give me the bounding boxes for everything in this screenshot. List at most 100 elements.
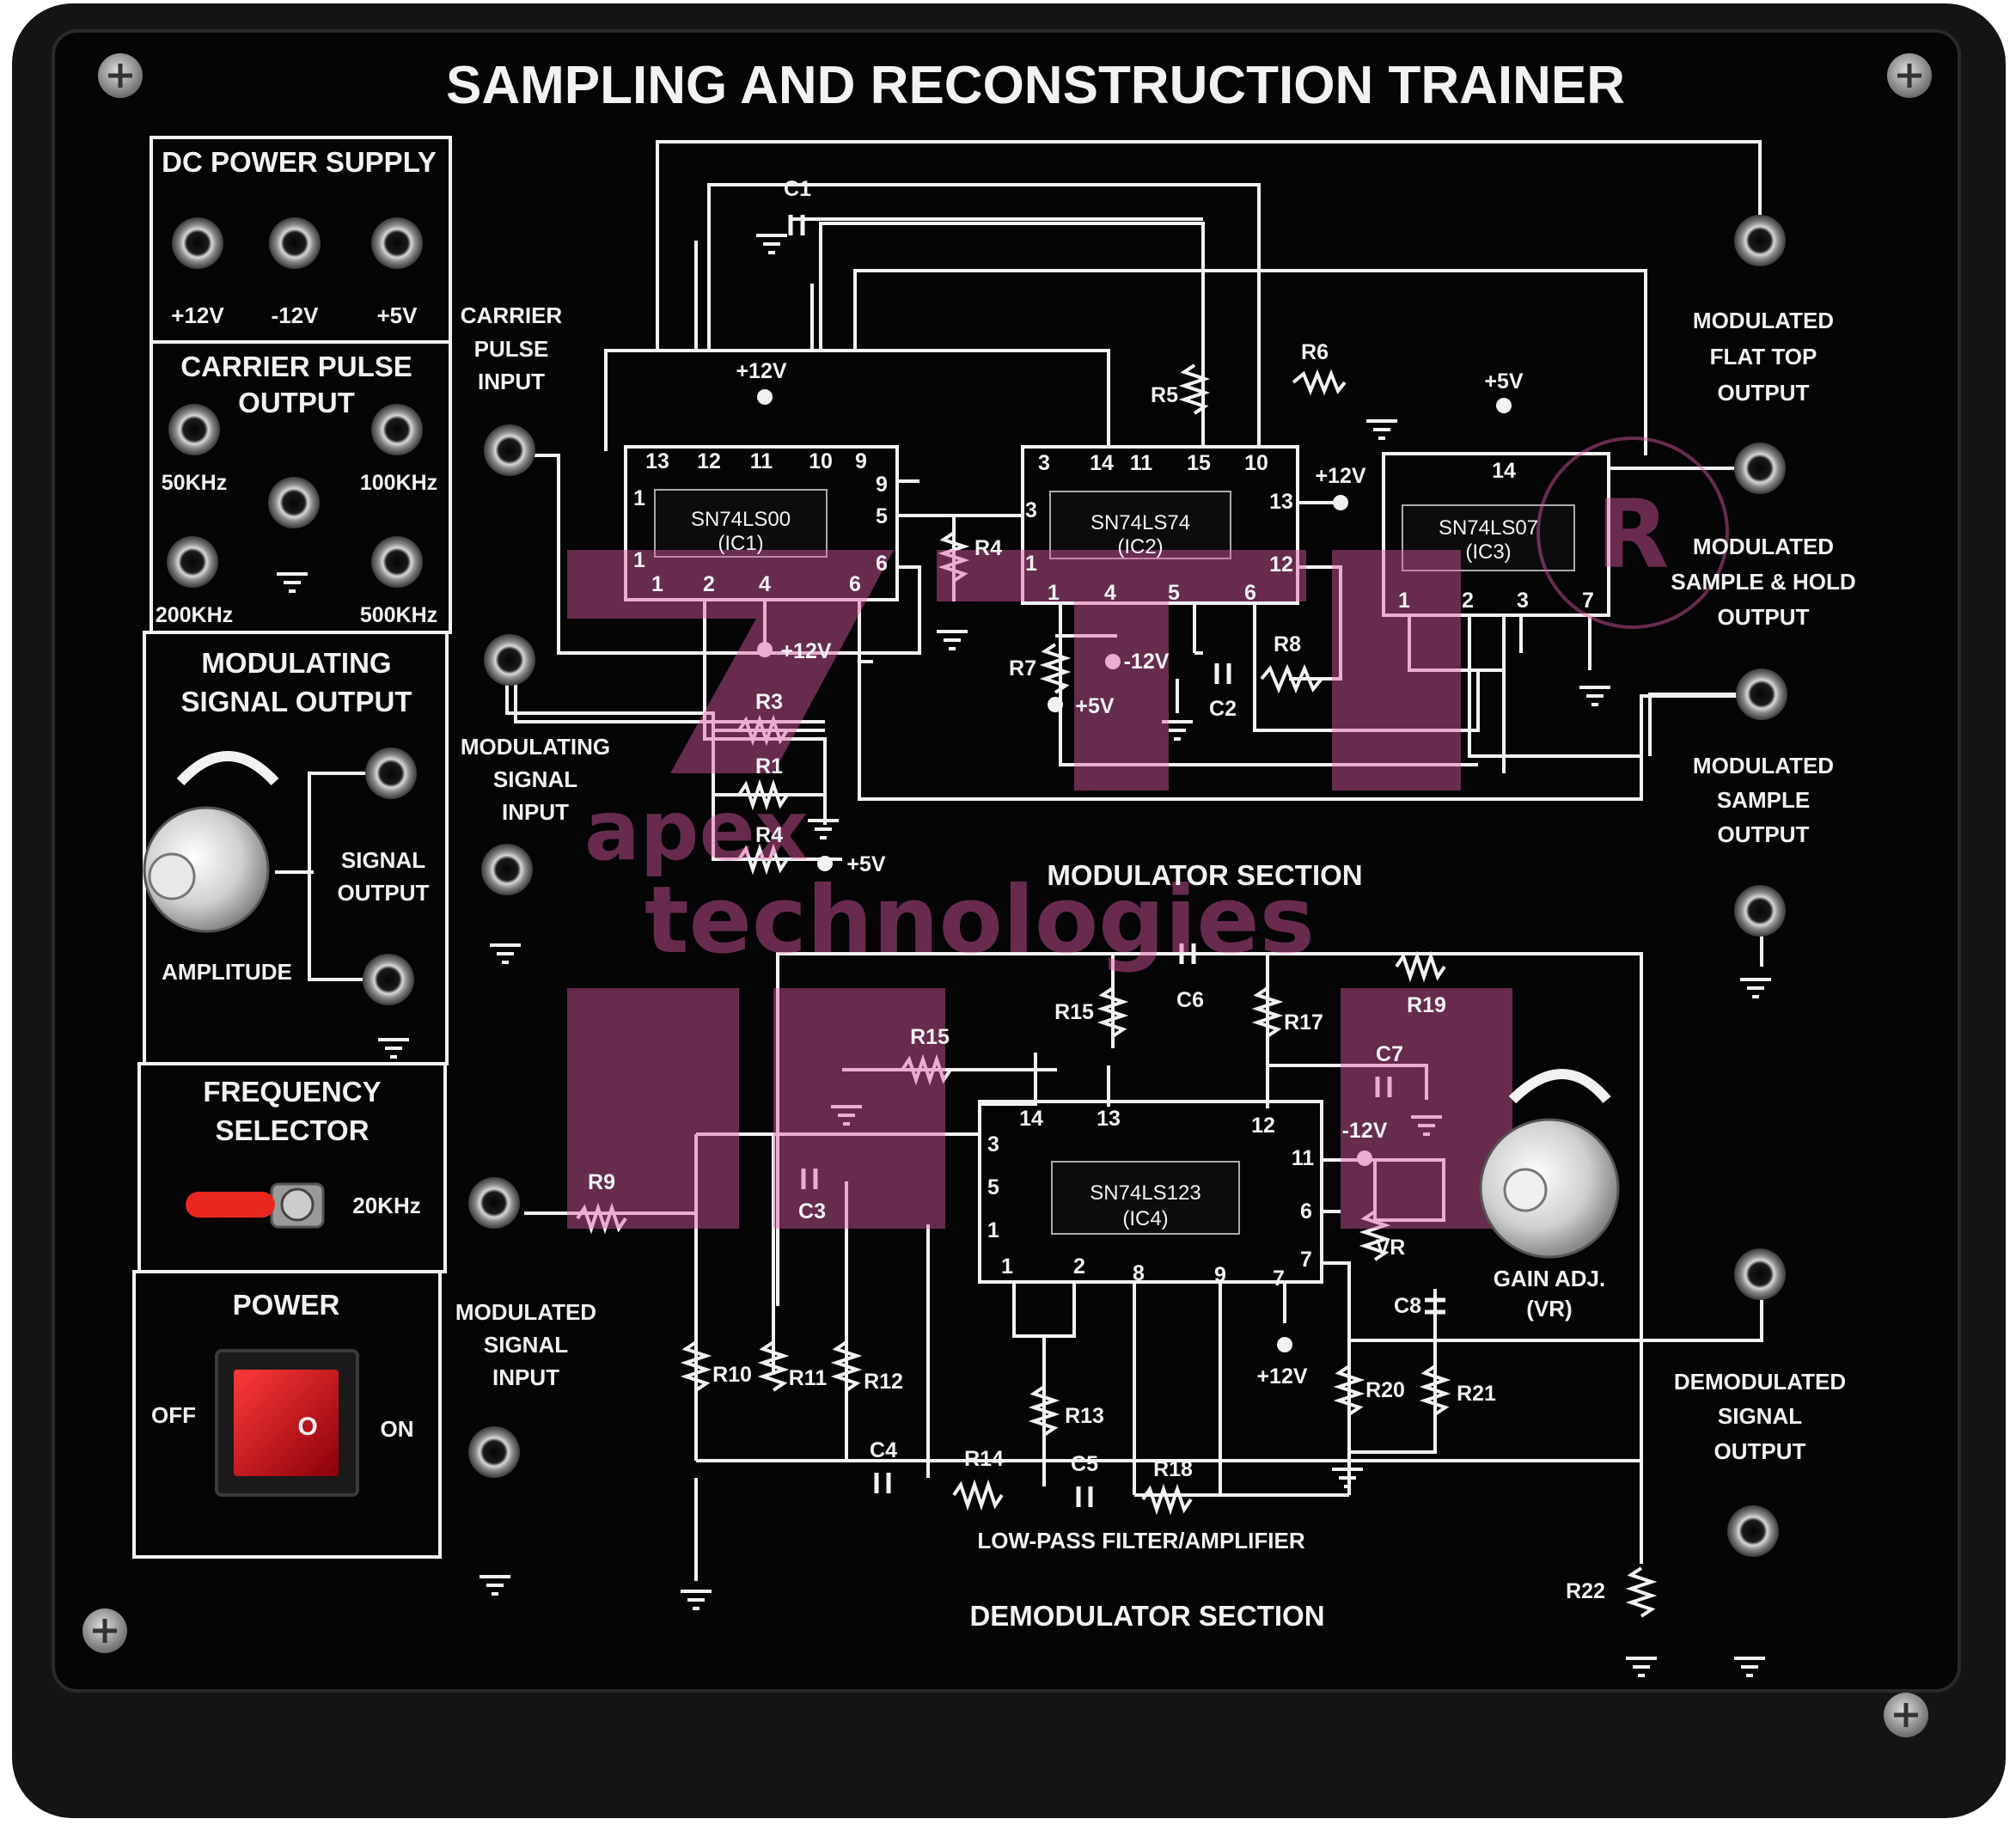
watermark-mark: R [1597,479,1670,589]
sample-hold-label-1: MODULATED [1693,534,1834,559]
ic2-pin: 12 [1269,552,1293,577]
amplitude-label: AMPLITUDE [162,959,292,985]
jack-minus12v[interactable] [269,217,321,269]
jack-demodulated-output[interactable] [1734,1248,1786,1300]
carrier-input-label-1: CARRIER [461,302,563,328]
carrier-input-label-3: INPUT [478,369,545,394]
modded-input-label-2: SIGNAL [484,1332,568,1358]
ic2-pin: 1 [1048,581,1060,605]
label-r4a: R4 [974,536,1002,560]
frequency-selector-toggle[interactable] [186,1182,325,1229]
supply-label: +12V [736,359,786,383]
jack-carrier-ground[interactable] [268,477,320,528]
label-r9: R9 [588,1170,615,1194]
modded-input-label-1: MODULATED [455,1299,596,1325]
label-r13: R13 [1065,1404,1104,1428]
modsig-input-label-1: MODULATING [461,734,610,760]
sample-hold-label-3: OUTPUT [1718,604,1810,630]
jack-flat-top-output[interactable] [1734,215,1786,266]
ic4-ref: (IC4) [1122,1207,1168,1230]
ic1-name: SN74LS00 [691,508,791,531]
label-r15b: R15 [1054,1000,1094,1024]
freq-selector-heading-1: FREQUENCY [203,1076,381,1108]
jack-signal-output[interactable] [365,748,417,799]
ic4-pin: 7 [1300,1248,1312,1272]
gain-adj-knob[interactable] [1479,1069,1620,1259]
ic1-pin: 11 [750,449,773,473]
jack-modulating-signal-input[interactable] [484,634,535,686]
jack-plus12v[interactable] [172,217,223,269]
ic1-pin: 4 [759,572,771,596]
label-r6: R6 [1301,340,1329,364]
label-c4: C4 [870,1438,897,1462]
screw-icon [82,1608,127,1653]
jack-sample-hold-output[interactable] [1734,443,1786,494]
ic4-pin: 3 [987,1132,999,1157]
power-rocker-switch[interactable]: O [215,1349,359,1497]
screw-icon [1884,1693,1928,1737]
label-r1: R1 [755,754,783,778]
ic1-pin: 10 [809,449,833,473]
ic1-ref: (IC1) [718,532,763,555]
demod-output-label-3: OUTPUT [1714,1438,1806,1464]
jack-carrier-pulse-input[interactable] [484,424,535,476]
ic1-pin: 13 [645,449,669,473]
jack-100khz[interactable] [371,404,423,455]
label-c5: C5 [1071,1452,1098,1476]
ic4-pin: 1 [987,1218,999,1242]
ic3-pin: 7 [1582,589,1594,613]
ic4-pin: 13 [1097,1107,1121,1131]
dc-power-heading: DC POWER SUPPLY [162,146,437,178]
gain-adj-label-1: GAIN ADJ. [1494,1266,1606,1291]
label-r19: R19 [1407,993,1446,1017]
label-c2: C2 [1209,697,1237,721]
jack-sample-output[interactable] [1736,668,1787,720]
label-vr: VR [1376,1236,1406,1260]
signal-output-label-1: SIGNAL [341,847,425,873]
jack-modulating-input-ground[interactable] [481,844,533,895]
jack-label-minus12: -12V [272,302,320,328]
ic4-pin: 9 [1214,1263,1226,1287]
jack-modulated-input-ground[interactable] [468,1426,520,1478]
label-r17: R17 [1284,1010,1323,1035]
jack-200khz[interactable] [167,536,218,588]
label-r12: R12 [864,1370,903,1394]
freq-label-500: 500KHz [360,603,437,627]
sample-label-3: OUTPUT [1718,821,1810,847]
ic1-chip [654,489,828,558]
ic2-pin: 15 [1187,451,1211,475]
label-r8: R8 [1274,632,1301,656]
jack-demodulated-ground[interactable] [1727,1505,1779,1557]
demod-output-label-1: DEMODULATED [1674,1369,1846,1395]
jack-plus5v[interactable] [371,217,423,269]
jack-signal-output-ground[interactable] [363,954,414,1005]
freq-selector-value: 20KHz [352,1193,420,1218]
label-c7: C7 [1376,1042,1403,1066]
ic2-pin: 4 [1104,581,1116,605]
ground-icons [277,234,1771,1677]
ic4-pin: 1 [1001,1254,1013,1279]
ic4-pin: 6 [1300,1199,1312,1224]
rocker-symbol: O [297,1413,317,1441]
label-r21: R21 [1457,1382,1496,1406]
jack-modulated-signal-input[interactable] [468,1177,520,1229]
ic2-pin: 14 [1090,451,1114,475]
ic2-pin: 3 [1025,498,1037,522]
ic3-pin: 1 [1398,589,1410,613]
amplitude-knob[interactable] [143,751,279,933]
ic2-pin: 11 [1130,451,1153,475]
label-r11: R11 [789,1366,828,1390]
modulator-section-heading: MODULATOR SECTION [1047,859,1362,891]
watermark-line2: technologies [645,867,1315,974]
jack-label-plus12: +12V [171,302,224,328]
ic1-pin: 5 [876,504,888,528]
jack-500khz[interactable] [371,536,423,588]
modded-input-label-3: INPUT [492,1364,559,1390]
ic4-pin: 11 [1292,1146,1315,1170]
flat-top-label-2: FLAT TOP [1710,344,1817,369]
ic4-pin: 7 [1273,1267,1285,1291]
jack-output-ground[interactable] [1734,885,1786,937]
jack-50khz[interactable] [168,404,220,455]
supply-label: -12V [1342,1119,1388,1143]
